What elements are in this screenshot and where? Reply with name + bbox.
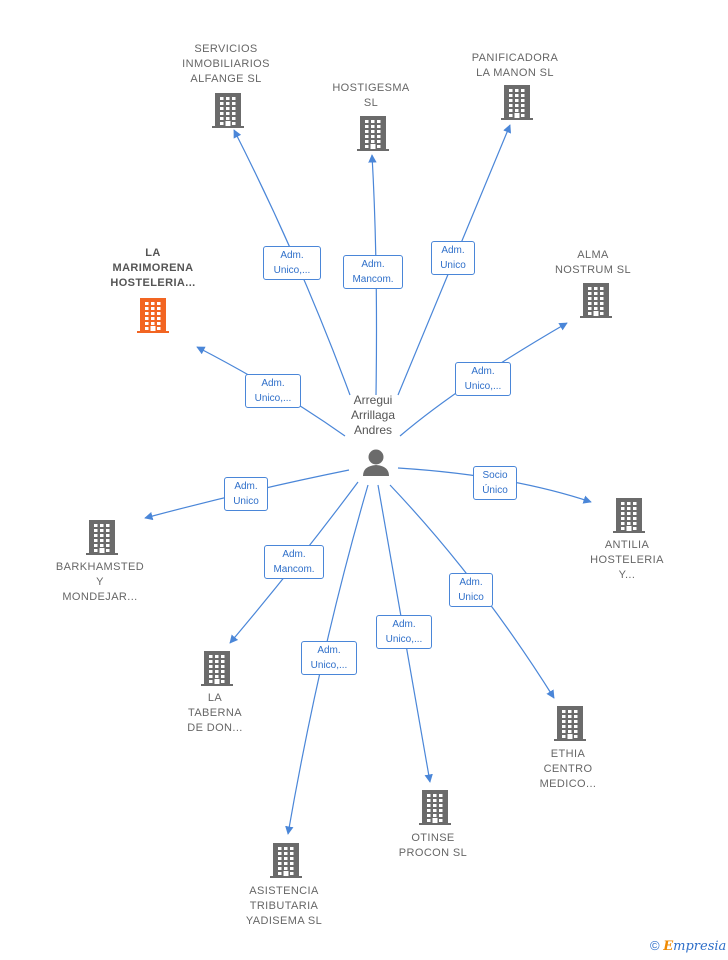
- brand-logo: © Empresia: [650, 938, 727, 954]
- company-label-barkhamsted[interactable]: BARKHAMSTED Y MONDEJAR...: [55, 561, 145, 603]
- role-label-antilia: Socio Único: [473, 466, 517, 500]
- company-label-hostigesma[interactable]: HOSTIGESMA SL: [332, 82, 410, 109]
- role-label-hostigesma: Adm. Mancom.: [343, 255, 403, 289]
- building-icon-taberna[interactable]: [201, 651, 233, 686]
- building-icon-otinse[interactable]: [419, 790, 451, 825]
- building-icon-panificadora[interactable]: [501, 85, 533, 120]
- building-icon-servicios[interactable]: [212, 93, 244, 128]
- building-icon-hostigesma[interactable]: [357, 116, 389, 151]
- building-icon-alma[interactable]: [580, 283, 612, 318]
- building-icon-antilia[interactable]: [613, 498, 645, 533]
- person-name[interactable]: Arregui Arrillaga Andres: [350, 393, 395, 437]
- role-label-otinse: Adm. Unico,...: [376, 615, 432, 649]
- role-label-marimorena: Adm. Unico,...: [245, 374, 301, 408]
- person-icon[interactable]: [363, 449, 389, 477]
- role-label-taberna: Adm. Mancom.: [264, 545, 324, 579]
- company-label-taberna[interactable]: LA TABERNA DE DON...: [187, 692, 243, 734]
- role-label-servicios: Adm. Unico,...: [263, 246, 321, 280]
- role-label-barkhamsted: Adm. Unico: [224, 477, 268, 511]
- company-label-ethia[interactable]: ETHIA CENTRO MEDICO...: [539, 748, 597, 790]
- building-icon-marimorena[interactable]: [137, 298, 169, 333]
- role-label-asistencia: Adm. Unico,...: [301, 641, 357, 675]
- building-icon-barkhamsted[interactable]: [86, 520, 118, 555]
- company-label-alma[interactable]: ALMA NOSTRUM SL: [554, 249, 632, 276]
- company-label-marimorena[interactable]: LA MARIMORENA HOSTELERIA...: [110, 247, 196, 289]
- role-label-ethia: Adm. Unico: [449, 573, 493, 607]
- role-label-panificadora: Adm. Unico: [431, 241, 475, 275]
- company-label-asistencia[interactable]: ASISTENCIA TRIBUTARIA YADISEMA SL: [245, 885, 323, 927]
- company-label-panificadora[interactable]: PANIFICADORA LA MANON SL: [471, 52, 559, 79]
- company-label-otinse[interactable]: OTINSE PROCON SL: [398, 832, 468, 859]
- building-icon-ethia[interactable]: [554, 706, 586, 741]
- company-label-servicios[interactable]: SERVICIOS INMOBILIARIOS ALFANGE SL: [182, 43, 270, 85]
- company-label-antilia[interactable]: ANTILIA HOSTELERIA Y...: [590, 539, 664, 581]
- building-icon-asistencia[interactable]: [270, 843, 302, 878]
- role-label-alma: Adm. Unico,...: [455, 362, 511, 396]
- copyright-icon: ©: [650, 938, 660, 953]
